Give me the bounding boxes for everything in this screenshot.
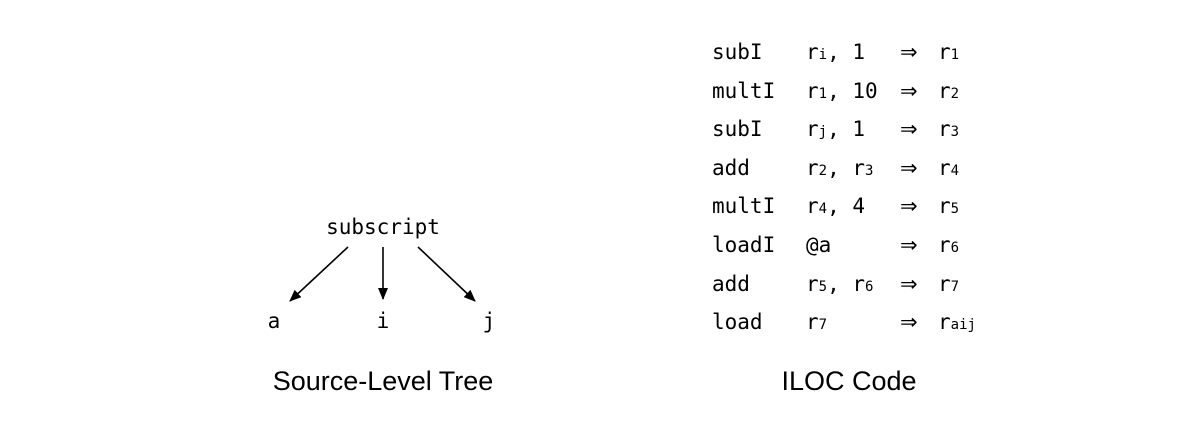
operand-separator: , — [827, 194, 853, 219]
iloc-target-subscript: 4 — [950, 162, 960, 179]
iloc-opcode: subI — [712, 40, 763, 64]
iloc-operand-base: @a — [806, 232, 832, 257]
iloc-target-register: r3 — [938, 117, 959, 141]
iloc-target-base: r — [938, 117, 951, 142]
iloc-target-base: r — [938, 40, 951, 64]
iloc-target-subscript: 2 — [950, 85, 960, 102]
iloc-operand-base: 4 — [852, 194, 866, 219]
iloc-operand-subscript: 7 — [818, 317, 828, 334]
iloc-operand-subscript: j — [818, 124, 828, 141]
iloc-operand-base: r — [806, 155, 819, 180]
iloc-opcode: add — [712, 155, 750, 180]
tree-child-node-j: j — [482, 309, 496, 333]
iloc-opcode: add — [712, 271, 750, 296]
iloc-operand-base: r — [806, 194, 819, 219]
operand-separator: , — [827, 117, 853, 142]
iloc-target-register: raij — [938, 310, 976, 334]
iloc-operands: rj, 1 — [806, 117, 865, 141]
iloc-target-subscript: aij — [950, 317, 976, 334]
iloc-operands: r2, r3 — [806, 156, 873, 180]
iloc-operand-base: r — [806, 78, 819, 103]
operand-separator: , — [827, 155, 853, 180]
iloc-target-register: r4 — [938, 156, 959, 180]
iloc-operands: r4, 4 — [806, 194, 865, 218]
iloc-target-base: r — [938, 271, 951, 296]
iloc-operand-base: 1 — [852, 117, 866, 142]
iloc-operand-base: r — [806, 117, 819, 142]
iloc-operand-subscript: 3 — [865, 162, 874, 179]
iloc-target-register: r1 — [938, 40, 959, 64]
iloc-target-base: r — [938, 194, 951, 219]
tree-edge-to-j — [417, 246, 476, 302]
iloc-target-base: r — [938, 155, 951, 180]
iloc-operand-base: r — [852, 155, 866, 180]
tree-edge-to-a — [289, 246, 349, 302]
implies-arrow-icon: ⇒ — [900, 117, 918, 142]
source-tree-caption: Source-Level Tree — [272, 366, 494, 396]
iloc-caption: ILOC Code — [781, 366, 917, 396]
iloc-operand-subscript: 1 — [818, 85, 828, 102]
iloc-operand-base: 1 — [852, 40, 866, 64]
iloc-opcode: multI — [712, 194, 776, 219]
iloc-target-base: r — [938, 78, 951, 103]
iloc-opcode: multI — [712, 78, 776, 103]
iloc-operand-base: r — [852, 271, 866, 296]
operand-separator: , — [827, 271, 853, 296]
iloc-target-subscript: 7 — [950, 278, 960, 295]
iloc-operand-subscript: 4 — [818, 201, 828, 218]
iloc-operand-base: r — [806, 40, 819, 64]
iloc-target-base: r — [938, 310, 951, 335]
iloc-operand-subscript: 2 — [818, 162, 828, 179]
iloc-opcode: load — [712, 310, 763, 335]
operand-separator: , — [827, 40, 853, 64]
iloc-operand-base: r — [806, 310, 819, 335]
iloc-target-register: r7 — [938, 272, 959, 296]
iloc-target-register: r5 — [938, 194, 959, 218]
iloc-target-base: r — [938, 232, 951, 257]
iloc-operands: r5, r6 — [806, 272, 873, 296]
iloc-target-subscript: 1 — [950, 47, 960, 63]
tree-child-node-i: i — [376, 309, 390, 333]
implies-arrow-icon: ⇒ — [900, 155, 918, 180]
implies-arrow-icon: ⇒ — [900, 78, 918, 103]
iloc-opcode: loadI — [712, 232, 776, 257]
iloc-target-subscript: 6 — [950, 239, 960, 256]
iloc-operands: @a — [806, 233, 831, 257]
implies-arrow-icon: ⇒ — [900, 40, 918, 64]
implies-arrow-icon: ⇒ — [900, 310, 918, 335]
iloc-target-register: r2 — [938, 79, 959, 103]
implies-arrow-icon: ⇒ — [900, 194, 918, 219]
iloc-operand-subscript: i — [818, 47, 828, 63]
iloc-target-subscript: 3 — [950, 124, 960, 141]
iloc-target-register: r6 — [938, 233, 959, 257]
operand-separator: , — [827, 78, 853, 103]
implies-arrow-icon: ⇒ — [900, 271, 918, 296]
iloc-target-subscript: 5 — [950, 201, 960, 218]
tree-root-node: subscript — [326, 215, 440, 239]
iloc-operand-subscript: 5 — [818, 278, 828, 295]
iloc-operands: r1, 10 — [806, 79, 878, 103]
iloc-opcode: subI — [712, 117, 763, 142]
tree-child-node-a: a — [267, 309, 281, 333]
iloc-operands: ri, 1 — [806, 40, 865, 64]
iloc-operand-subscript: 6 — [865, 278, 874, 295]
implies-arrow-icon: ⇒ — [900, 232, 918, 257]
iloc-operand-base: r — [806, 271, 819, 296]
iloc-operands: r7 — [806, 310, 827, 334]
iloc-operand-base: 10 — [852, 78, 878, 103]
